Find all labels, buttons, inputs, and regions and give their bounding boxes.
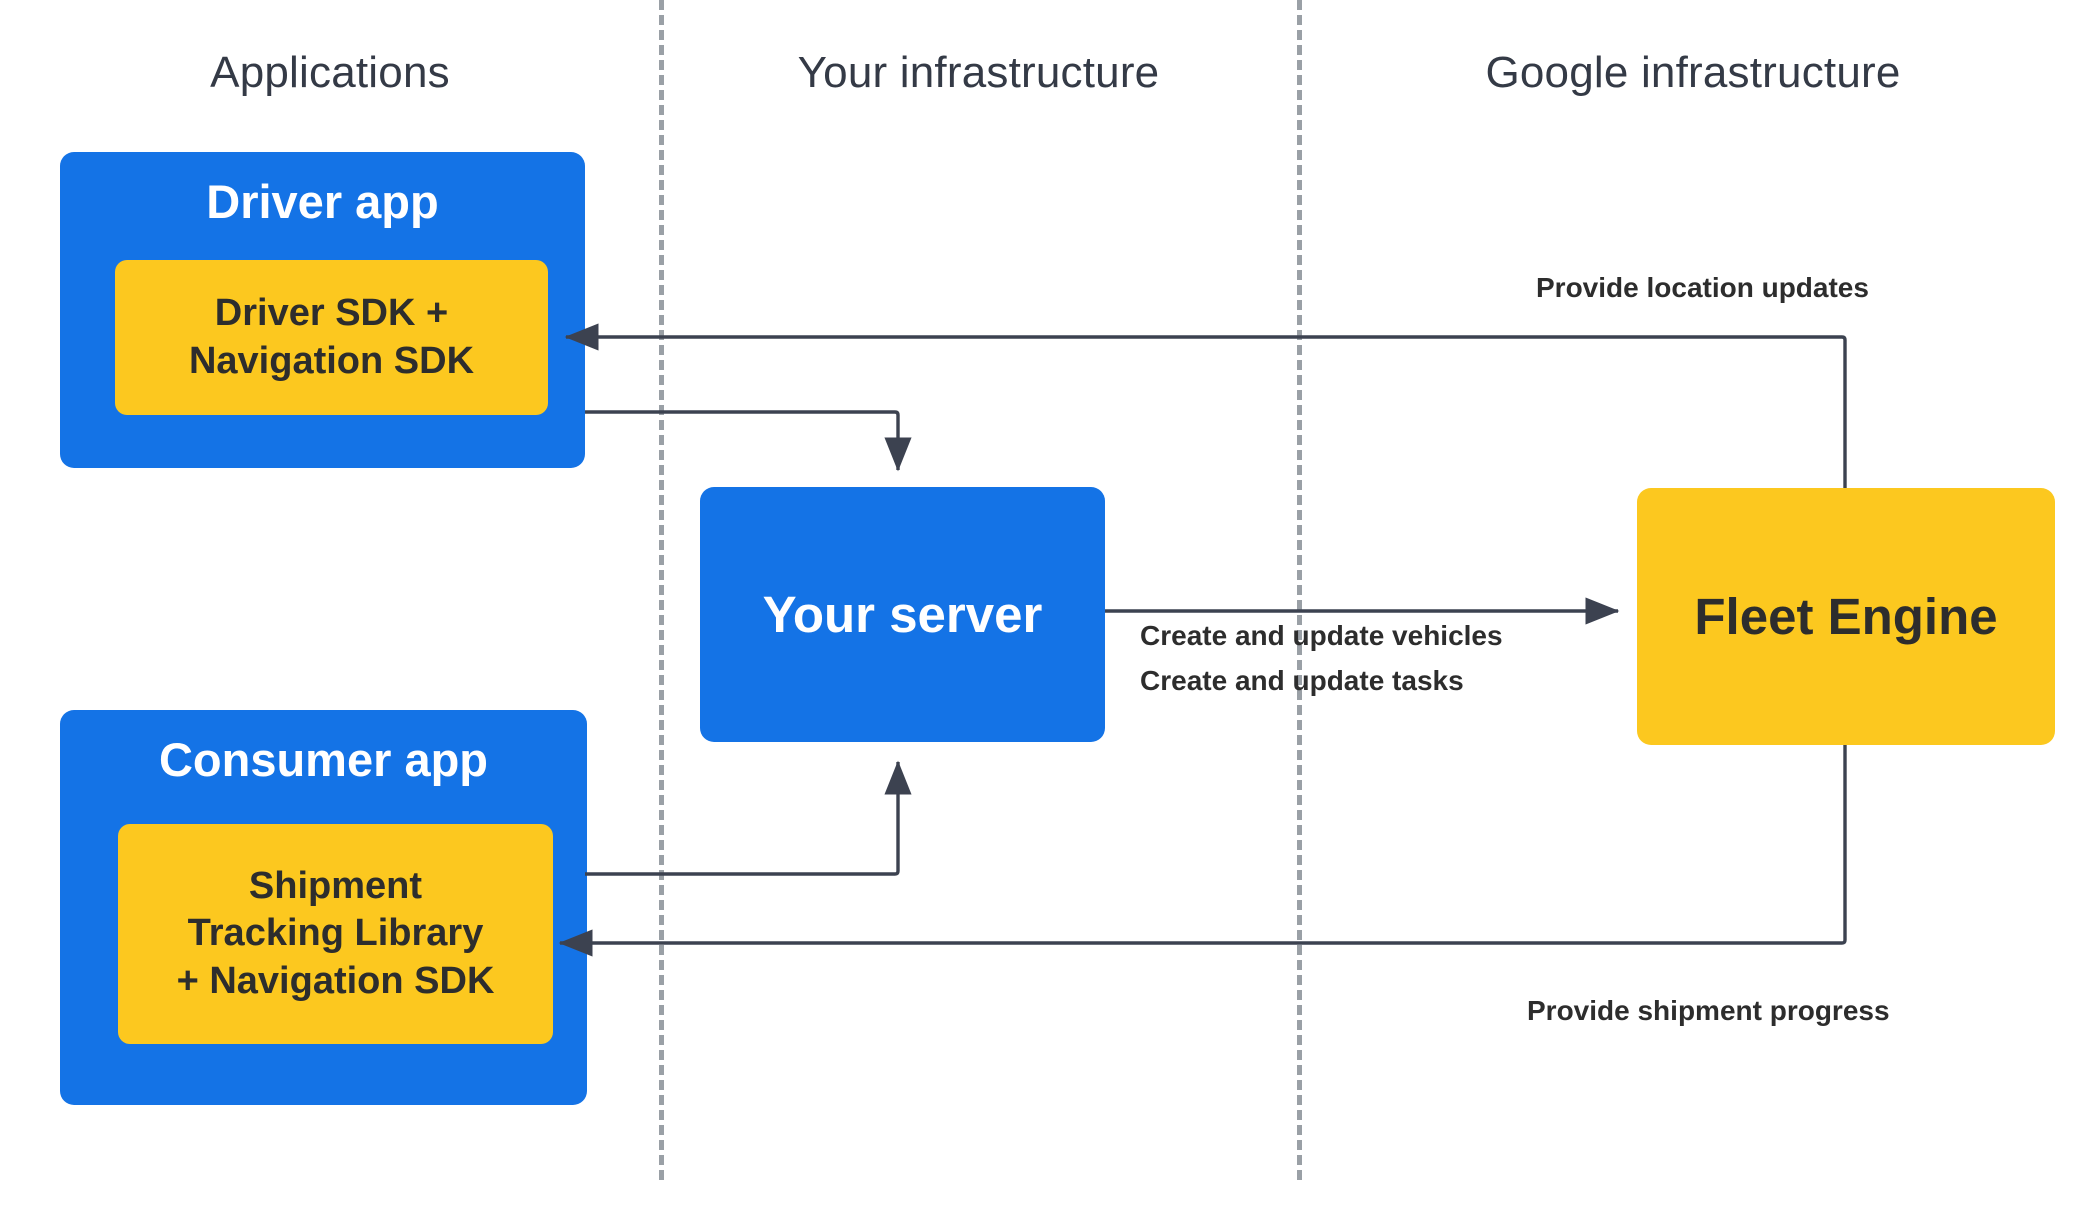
consumer-sdk-label: Shipment Tracking Library + Navigation S… [176, 865, 495, 1002]
consumer-app-title: Consumer app [158, 733, 489, 786]
edge-label-create-and-update-tasks: Create and update tasks [1140, 665, 1464, 696]
column-divider-left [659, 0, 664, 1180]
driver-app-title: Driver app [206, 175, 439, 228]
arrow-driver-app-to-your-server [585, 410, 912, 472]
column-header-applications: Applications [210, 48, 450, 97]
column-header-google-infrastructure: Google infrastructure [1485, 48, 1901, 97]
edge-label-create-and-update-vehicles: Create and update vehicles [1140, 620, 1503, 651]
fleet-engine-label: Fleet Engine [1694, 588, 1998, 645]
node-fleet-engine[interactable]: Fleet Engine [1637, 488, 2055, 745]
arrow-provide-shipment-progress [558, 745, 1847, 957]
edge-label-provide-location-updates: Provide location updates [1536, 272, 1869, 303]
column-header-your-infrastructure: Your infrastructure [797, 48, 1160, 97]
arrow-consumer-app-to-your-server [585, 760, 912, 876]
node-shipment-tracking-library[interactable]: Shipment Tracking Library + Navigation S… [118, 824, 553, 1044]
edge-label-provide-shipment-progress: Provide shipment progress [1527, 995, 1890, 1026]
node-consumer-app[interactable]: Consumer app Shipment Tracking Library +… [60, 710, 587, 1105]
node-driver-sdk[interactable]: Driver SDK + Navigation SDK [115, 260, 548, 415]
arrow-provide-location-updates [564, 323, 1847, 488]
node-your-server[interactable]: Your server [700, 487, 1105, 742]
node-driver-app[interactable]: Driver app Driver SDK + Navigation SDK [60, 152, 585, 468]
your-server-label: Your server [762, 586, 1043, 643]
driver-sdk-label: Driver SDK + Navigation SDK [188, 292, 475, 382]
column-divider-right [1297, 0, 1302, 1180]
